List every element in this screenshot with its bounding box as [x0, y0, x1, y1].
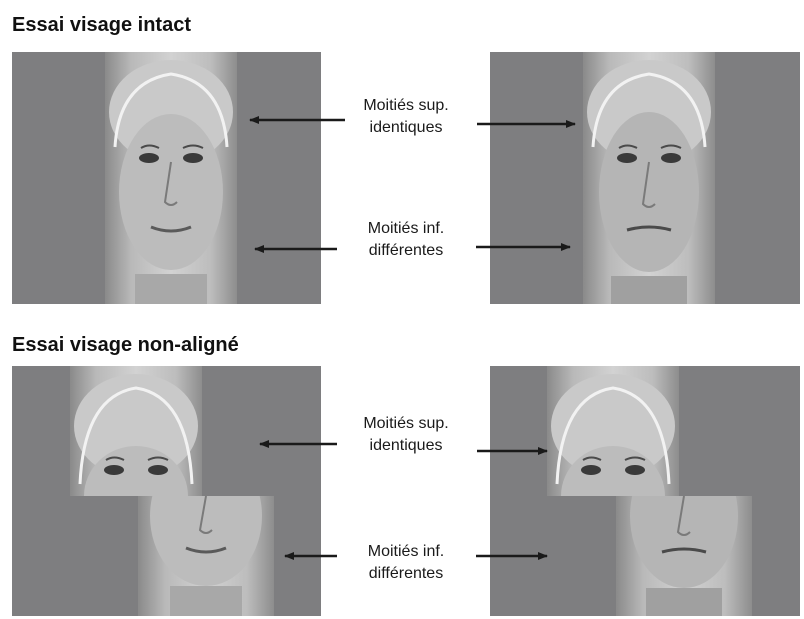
- misaligned-trial-title: Essai visage non-aligné: [12, 334, 239, 357]
- label-line: Moitiés inf.: [346, 218, 466, 240]
- misaligned-right-bottom-half-image: [616, 496, 752, 616]
- misaligned-bottom-halves-label: Moitiés inf. différentes: [346, 541, 466, 585]
- misaligned-right-top-half-image: [547, 366, 679, 496]
- face-illustration: [105, 52, 237, 304]
- misaligned-top-halves-label: Moitiés sup. identiques: [346, 413, 466, 457]
- label-line: identiques: [346, 435, 466, 457]
- label-line: identiques: [346, 117, 466, 139]
- face-bottom-half-illustration: [616, 496, 752, 616]
- intact-right-panel: [490, 52, 800, 304]
- intact-right-face-image: [583, 52, 715, 304]
- intact-left-panel: [12, 52, 321, 304]
- face-illustration: [583, 52, 715, 304]
- misaligned-left-top-half-image: [70, 366, 202, 496]
- misaligned-left-bottom-half-image: [138, 496, 274, 616]
- misaligned-right-panel: [490, 366, 800, 616]
- intact-bottom-halves-label: Moitiés inf. différentes: [346, 218, 466, 262]
- label-line: Moitiés sup.: [346, 95, 466, 117]
- face-top-half-illustration: [70, 366, 202, 496]
- intact-top-halves-label: Moitiés sup. identiques: [346, 95, 466, 139]
- face-bottom-half-illustration: [138, 496, 274, 616]
- misaligned-left-panel: [12, 366, 321, 616]
- label-line: différentes: [346, 563, 466, 585]
- label-line: différentes: [346, 240, 466, 262]
- intact-left-face-image: [105, 52, 237, 304]
- label-line: Moitiés sup.: [346, 413, 466, 435]
- face-top-half-illustration: [547, 366, 679, 496]
- label-line: Moitiés inf.: [346, 541, 466, 563]
- intact-trial-title: Essai visage intact: [12, 14, 191, 37]
